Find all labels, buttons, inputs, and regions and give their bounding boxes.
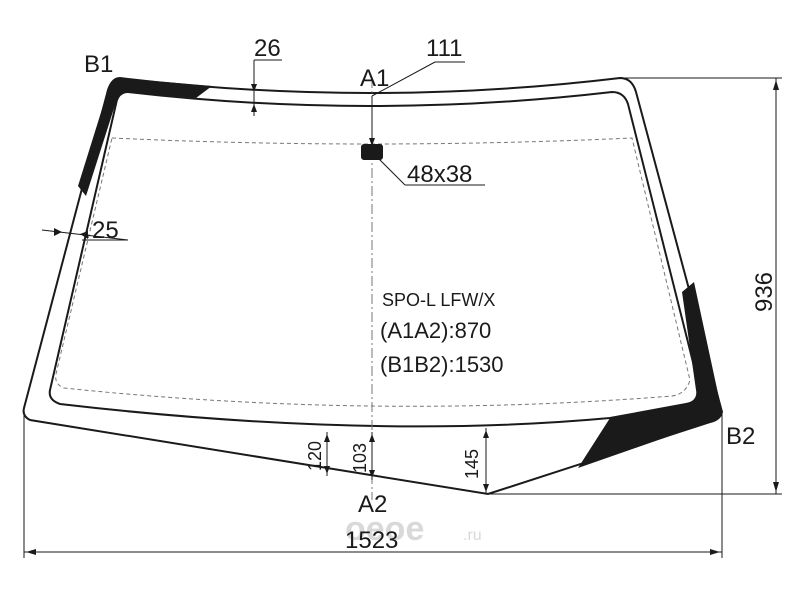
dim-height: 936 <box>751 272 778 312</box>
dim-top-border: 26 <box>254 35 281 62</box>
dashed-boundary <box>55 137 691 407</box>
label-b2: B2 <box>726 423 755 450</box>
leader-sensor-size <box>371 151 406 186</box>
dim-width: 1523 <box>345 527 398 554</box>
info-model: SPO-L LFW/X <box>382 290 495 310</box>
dim-sensor-offset: 111 <box>426 35 462 62</box>
label-a2: A2 <box>358 491 387 518</box>
watermark-brand: oeoe <box>345 510 424 548</box>
label-b1: B1 <box>84 51 113 78</box>
black-band-top-left <box>78 78 212 196</box>
black-band-bottom-right <box>578 282 722 468</box>
dim-bottom-103: 103 <box>350 443 370 473</box>
label-a1: A1 <box>360 65 389 92</box>
dim-side-border: 25 <box>92 217 119 244</box>
dim-sensor-size: 48x38 <box>407 161 472 188</box>
dim-bottom-120: 120 <box>305 441 325 471</box>
leader-111 <box>371 61 436 97</box>
info-b1b2: (B1B2):1530 <box>380 352 504 377</box>
glass-outer-edge <box>22 76 724 496</box>
info-a1a2: (A1A2):870 <box>380 318 491 343</box>
watermark: oeoe .ru <box>345 510 482 548</box>
watermark-domain: .ru <box>463 527 482 544</box>
glass-inner-edge <box>48 90 702 428</box>
dim-bottom-145: 145 <box>462 449 482 479</box>
